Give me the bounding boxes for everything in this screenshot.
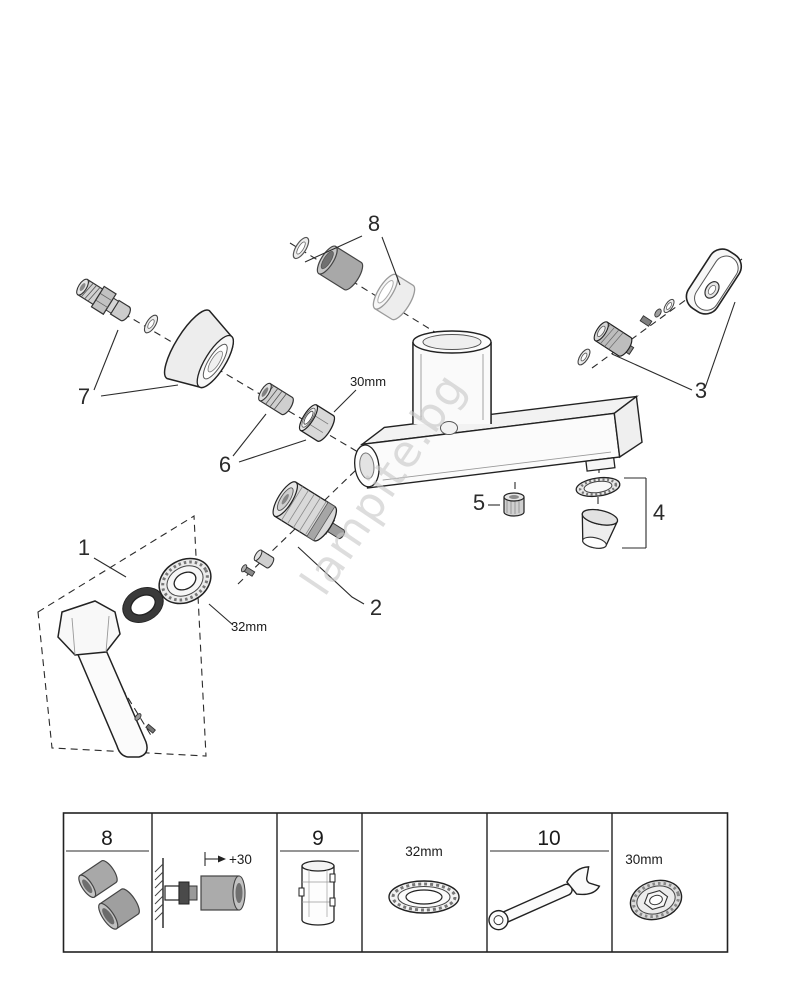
cartridge [272, 481, 346, 542]
part-label-7: 7 [78, 384, 90, 409]
part-2-group [240, 481, 365, 605]
legend-cell-part10: 10 [488, 827, 609, 931]
axis-part8 [289, 242, 439, 335]
part-label-8: 8 [368, 211, 380, 236]
wall-hatch [154, 863, 164, 921]
s-union-nipple [76, 278, 131, 322]
axis-part2 [237, 467, 359, 585]
watermark: lampite.bg [291, 363, 477, 604]
legend-label-30mm: 30mm [625, 852, 663, 867]
ring-nut-icon [388, 880, 460, 914]
legend-label-plus30: +30 [229, 852, 252, 867]
legend-cell-part8: 8 [66, 827, 149, 930]
part-6-group [232, 382, 357, 463]
o-ring [122, 587, 164, 623]
legend-label-32mm: 32mm [405, 844, 443, 859]
legend-label-8: 8 [101, 827, 113, 850]
brand-emblem [440, 421, 458, 435]
legend-border [62, 812, 729, 953]
threaded-dome-ring [158, 557, 212, 605]
legend: 8 +30 [62, 812, 729, 953]
threaded-plug-6 [258, 382, 294, 416]
screw-3a [639, 315, 653, 327]
handle-screw-a [134, 713, 142, 721]
dim-32mm: 32mm [231, 619, 267, 634]
union-fitting [164, 885, 180, 901]
part-3-group [577, 248, 743, 391]
legend-cell-ring32: 32mm [388, 844, 460, 914]
sleeve-icon-a [78, 860, 118, 899]
arrow-right [218, 855, 226, 863]
part-5-plug [488, 492, 525, 517]
part-label-2: 2 [370, 595, 382, 620]
gasket-8 [292, 236, 310, 260]
legend-cell-nut30: 30mm [625, 852, 683, 921]
washer-3a [577, 348, 591, 366]
aerator-mesh [575, 476, 621, 498]
escutcheon-cup [163, 309, 235, 389]
sleeve-8b-ghost [372, 273, 416, 321]
legend-label-9: 9 [312, 827, 324, 850]
cartridge-screw [240, 564, 256, 577]
legend-cell-wall-depth: +30 [154, 852, 252, 928]
mounting-nut-6 [298, 404, 336, 442]
part-label-6: 6 [219, 452, 231, 477]
dim-30mm: 30mm [350, 374, 386, 389]
cartridge-bushing [253, 549, 275, 569]
legend-label-10: 10 [537, 827, 560, 850]
wrench-icon [488, 866, 601, 931]
washer-7 [143, 314, 159, 334]
legend-cell-part9: 9 [280, 827, 359, 926]
nut-icon [629, 879, 683, 921]
mounting-tool-icon [298, 860, 336, 926]
sleeve-icon-b [98, 888, 140, 930]
sleeve-8a [316, 245, 364, 291]
spout-end-piece [581, 508, 619, 549]
washer-3b [663, 298, 675, 314]
screw-3b [654, 308, 662, 318]
part-label-4: 4 [653, 500, 665, 525]
wall-cover-plate [685, 248, 743, 315]
part-4-group [575, 476, 647, 549]
lever-handle [57, 600, 148, 758]
part-8-group [292, 235, 416, 321]
handle-group-outline [37, 515, 207, 757]
part-label-5: 5 [473, 490, 485, 515]
part-7-group [76, 278, 235, 397]
part-1-group [57, 557, 234, 758]
flow-cartridge [593, 321, 635, 357]
faucet-body [354, 330, 643, 489]
handle-screw-b [145, 723, 156, 734]
part-label-1: 1 [78, 535, 90, 560]
legend-dividers [151, 813, 613, 952]
part-label-3: 3 [695, 378, 707, 403]
